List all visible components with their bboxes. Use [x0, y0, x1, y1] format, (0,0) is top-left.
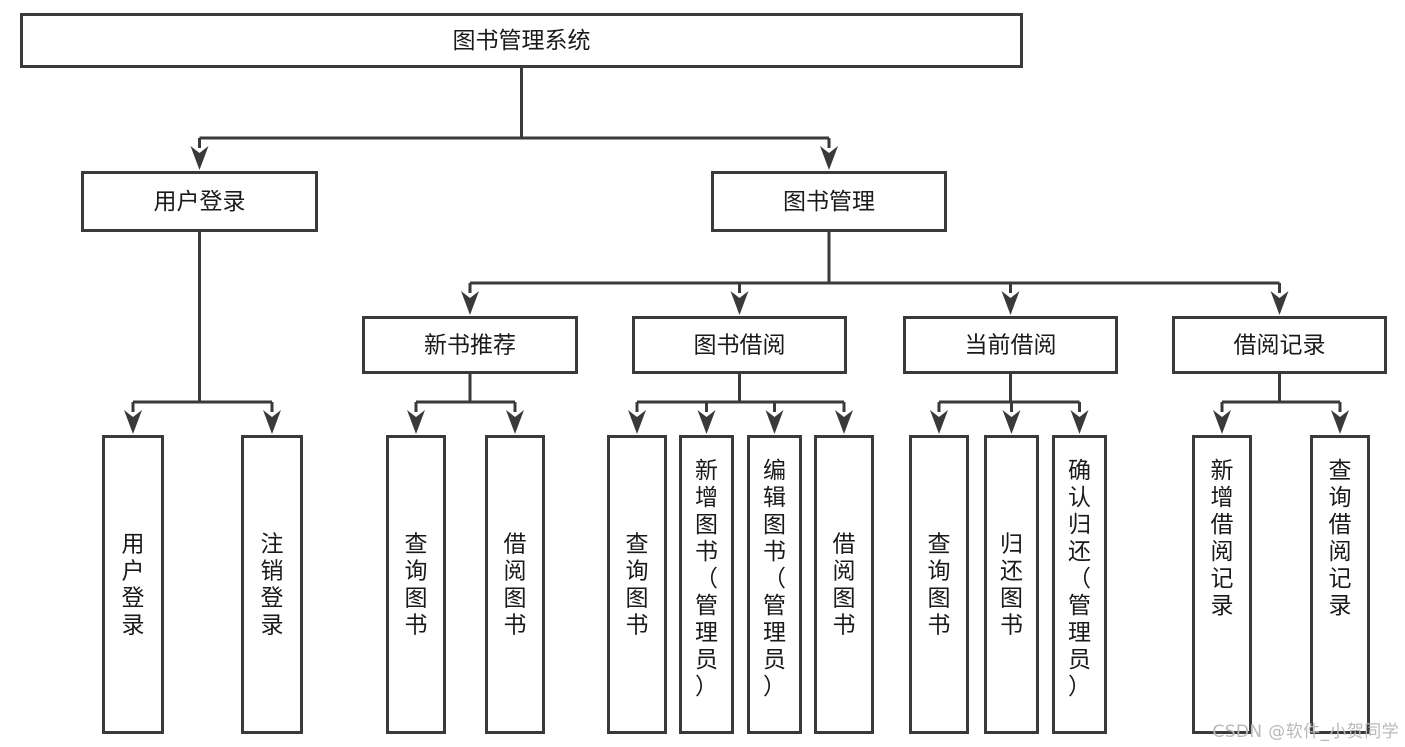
arrow-head-icon [263, 410, 281, 434]
connector-group-book-manage [461, 232, 1289, 315]
node-box-leaf-add-book [679, 435, 734, 734]
arrow-head-icon [190, 146, 209, 170]
node-book-borrow[interactable]: 图书借阅 [632, 316, 847, 374]
node-label-current-borrow: 当前借阅 [965, 333, 1057, 359]
node-label-new-book-rec: 新书推荐 [424, 333, 516, 359]
arrow-head-icon [628, 410, 646, 434]
csdn-watermark: CSDN @软件_小贺同学 [1212, 722, 1399, 742]
node-leaf-edit-book[interactable]: 编辑图书（管理员） [747, 435, 802, 734]
arrow-head-icon [1213, 410, 1231, 434]
node-label-book-borrow: 图书借阅 [694, 333, 786, 359]
node-box-book-borrow [632, 316, 847, 374]
node-label-leaf-return-book: 归还图书 [1000, 532, 1023, 639]
arrow-head-icon [1001, 291, 1020, 315]
arrow-head-icon [820, 146, 838, 170]
node-leaf-return-book[interactable]: 归还图书 [984, 435, 1039, 734]
node-box-leaf-logout [241, 435, 303, 734]
node-label-leaf-add-record: 新增借阅记录 [1211, 458, 1234, 619]
node-leaf-borrow-book-2[interactable]: 借阅图书 [814, 435, 874, 734]
node-leaf-add-record[interactable]: 新增借阅记录 [1192, 435, 1252, 734]
arrow-head-icon [1331, 410, 1349, 434]
node-user-login[interactable]: 用户登录 [81, 171, 318, 232]
node-current-borrow[interactable]: 当前借阅 [903, 316, 1118, 374]
connector-group-root [190, 68, 838, 170]
node-box-book-manage [711, 171, 947, 232]
arrow-head-icon [506, 410, 524, 434]
node-box-leaf-borrow-book-2 [814, 435, 874, 734]
node-label-leaf-confirm-return: 确认归还（管理员） [1068, 458, 1091, 700]
node-layer: 图书管理系统用户登录图书管理新书推荐图书借阅当前借阅借阅记录用户登录注销登录查询… [20, 13, 1387, 734]
node-leaf-borrow-book-1[interactable]: 借阅图书 [485, 435, 545, 734]
connector-group-user-login [124, 232, 281, 434]
node-box-leaf-return-book [984, 435, 1039, 734]
arrow-head-icon [1070, 410, 1089, 434]
arrow-head-icon [407, 410, 425, 434]
node-box-leaf-add-record [1192, 435, 1252, 734]
node-label-leaf-logout: 注销登录 [261, 532, 284, 639]
node-leaf-query-book-3[interactable]: 查询图书 [909, 435, 969, 734]
node-box-leaf-confirm-return [1052, 435, 1107, 734]
node-label-leaf-add-book: 新增图书（管理员） [695, 458, 718, 700]
node-label-leaf-query-book-1: 查询图书 [405, 532, 428, 639]
node-label-leaf-borrow-book-2: 借阅图书 [833, 532, 856, 639]
connector-group-new-book-rec [407, 374, 524, 434]
node-box-leaf-borrow-book-1 [485, 435, 545, 734]
arrow-head-icon [835, 410, 853, 434]
node-box-leaf-query-book-2 [607, 435, 667, 734]
arrow-head-icon [1002, 410, 1021, 434]
node-label-book-manage: 图书管理 [783, 189, 875, 215]
node-label-user-login: 用户登录 [154, 189, 246, 215]
connector-group-borrow-record [1213, 374, 1349, 434]
node-borrow-record[interactable]: 借阅记录 [1172, 316, 1387, 374]
node-leaf-user-login[interactable]: 用户登录 [102, 435, 164, 734]
node-new-book-rec[interactable]: 新书推荐 [362, 316, 578, 374]
node-leaf-confirm-return[interactable]: 确认归还（管理员） [1052, 435, 1107, 734]
node-leaf-query-book-2[interactable]: 查询图书 [607, 435, 667, 734]
arrow-head-icon [765, 410, 784, 434]
arrow-head-icon [124, 410, 142, 434]
node-box-new-book-rec [362, 316, 578, 374]
arrow-head-icon [930, 410, 948, 434]
node-box-leaf-query-book-1 [386, 435, 446, 734]
node-box-borrow-record [1172, 316, 1387, 374]
node-root[interactable]: 图书管理系统 [20, 13, 1023, 68]
node-leaf-query-record[interactable]: 查询借阅记录 [1310, 435, 1370, 734]
node-label-leaf-user-login: 用户登录 [122, 532, 145, 639]
connector-group-book-borrow [628, 374, 853, 434]
node-box-current-borrow [903, 316, 1118, 374]
node-label-borrow-record: 借阅记录 [1234, 333, 1326, 359]
node-label-leaf-edit-book: 编辑图书（管理员） [763, 458, 786, 700]
node-box-root [20, 13, 1023, 68]
arrow-head-icon [1270, 291, 1289, 315]
node-box-leaf-user-login [102, 435, 164, 734]
connector-group-current-borrow [930, 374, 1089, 434]
arrow-head-icon [697, 410, 716, 434]
node-label-root: 图书管理系统 [453, 28, 591, 54]
node-label-leaf-borrow-book-1: 借阅图书 [504, 532, 527, 639]
arrow-head-icon [730, 291, 749, 315]
node-leaf-add-book[interactable]: 新增图书（管理员） [679, 435, 734, 734]
node-label-leaf-query-record: 查询借阅记录 [1329, 458, 1352, 619]
node-box-leaf-query-book-3 [909, 435, 969, 734]
node-leaf-logout[interactable]: 注销登录 [241, 435, 303, 734]
node-leaf-query-book-1[interactable]: 查询图书 [386, 435, 446, 734]
connector-layer [124, 68, 1349, 434]
node-box-user-login [81, 171, 318, 232]
node-label-leaf-query-book-2: 查询图书 [626, 532, 649, 639]
arrow-head-icon [461, 291, 479, 315]
node-box-leaf-edit-book [747, 435, 802, 734]
node-book-manage[interactable]: 图书管理 [711, 171, 947, 232]
node-box-leaf-query-record [1310, 435, 1370, 734]
node-label-leaf-query-book-3: 查询图书 [928, 532, 951, 639]
